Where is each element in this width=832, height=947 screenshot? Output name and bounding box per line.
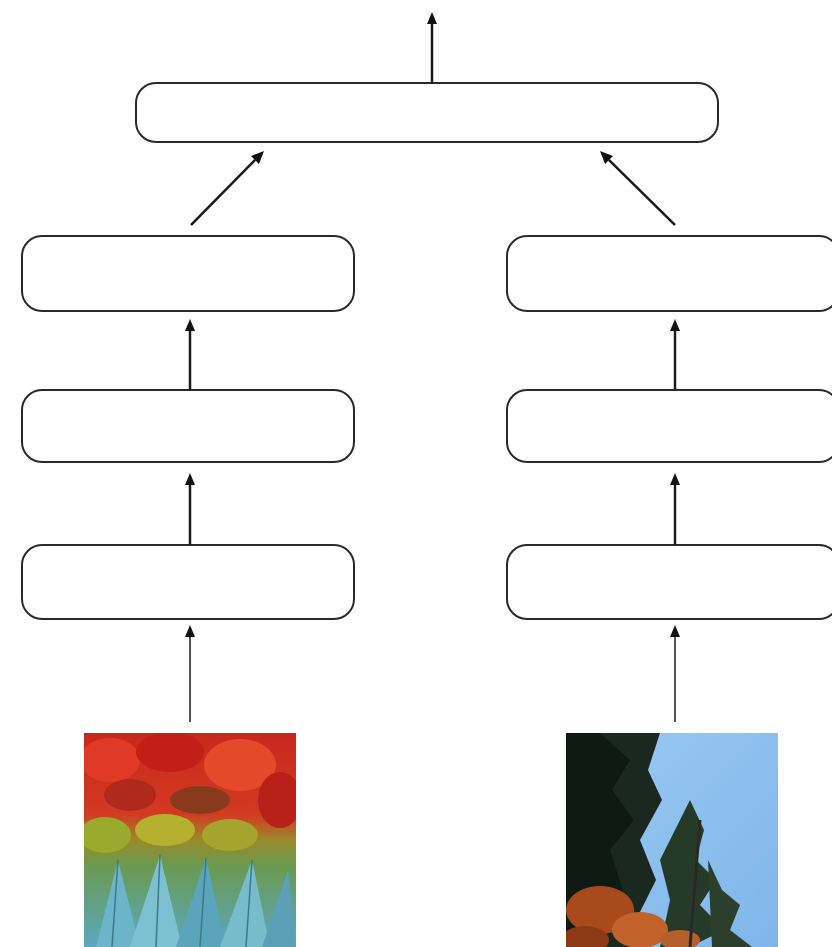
left-merge-arrow — [190, 151, 264, 226]
arrowhead-icon — [670, 319, 680, 331]
arrowhead-icon — [185, 319, 195, 331]
arrowhead-icon — [251, 151, 264, 164]
left-arrow-input-to-3 — [185, 625, 195, 722]
right-input-image — [566, 733, 778, 947]
right-branch-node-1 — [506, 235, 832, 312]
left-branch-node-2 — [21, 389, 355, 463]
right-arrow-3-to-2 — [670, 473, 680, 545]
arrowhead-icon — [670, 625, 680, 637]
right-branch-node-2 — [506, 389, 832, 463]
output-arrow — [427, 12, 437, 82]
right-arrow-input-to-3 — [670, 625, 680, 722]
arrowhead-icon — [185, 625, 195, 637]
right-merge-arrow — [600, 151, 676, 226]
arrowhead-icon — [600, 151, 613, 164]
arrowhead-icon — [427, 12, 437, 24]
left-input-image — [84, 733, 296, 947]
arrowhead-icon — [185, 473, 195, 485]
left-branch-node-3 — [21, 544, 355, 620]
left-branch-node-1 — [21, 235, 355, 312]
arrowhead-icon — [670, 473, 680, 485]
left-arrow-3-to-2 — [185, 473, 195, 545]
right-branch-node-3 — [506, 544, 832, 620]
right-arrow-2-to-1 — [670, 319, 680, 390]
left-arrow-2-to-1 — [185, 319, 195, 390]
merged-node — [135, 82, 719, 143]
